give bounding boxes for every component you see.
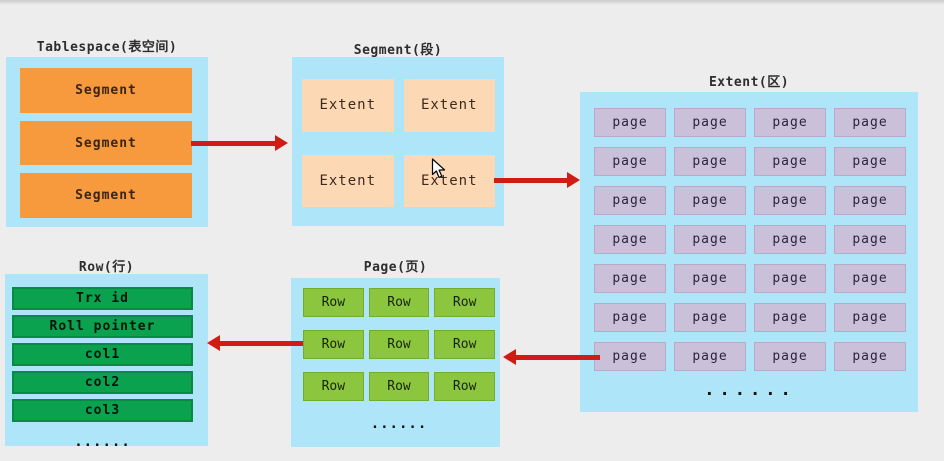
row-field: col3	[12, 399, 193, 422]
page-cell: page	[754, 108, 826, 137]
mouse-cursor-icon	[431, 158, 446, 178]
page-cell: page	[674, 186, 746, 215]
page-cell: page	[754, 264, 826, 293]
page-cell: page	[594, 264, 666, 293]
extent-cell: Extent	[403, 154, 495, 207]
page-cell: page	[754, 147, 826, 176]
row-cell: Row	[434, 288, 495, 317]
extent-title: Extent(区)	[708, 75, 790, 90]
row-panel: Trx id Roll pointer col1 col2 col3 ......	[5, 274, 208, 450]
row-field: Trx id	[12, 287, 193, 310]
row-field: col1	[12, 343, 193, 366]
row-cell: Row	[434, 330, 495, 359]
arrow-page-to-row-icon	[207, 335, 303, 351]
row-ellipsis: ......	[74, 434, 131, 450]
page-cell: page	[834, 264, 906, 293]
page-cell: page	[674, 147, 746, 176]
page-cell: page	[834, 225, 906, 254]
tablespace-title: Tablespace(表空间)	[36, 40, 178, 55]
arrow-tablespace-to-segment-icon	[191, 135, 288, 151]
page-cell: page	[674, 303, 746, 332]
page-title: Page(页)	[363, 260, 428, 275]
page-cell: page	[834, 108, 906, 137]
row-cell: Row	[303, 372, 364, 401]
page-cell: page	[754, 303, 826, 332]
arrow-segment-to-extent-icon	[494, 172, 580, 188]
extent-ellipsis: ......	[704, 380, 796, 400]
extent-page-grid: page page page page page page page page page page…	[594, 108, 906, 371]
row-cell: Row	[368, 372, 430, 401]
extent-cell: Extent	[403, 79, 495, 132]
page-cell: page	[674, 108, 746, 137]
arrow-extent-to-page-icon	[503, 349, 600, 365]
page-cell: page	[594, 225, 666, 254]
row-cell: Row	[434, 372, 495, 401]
page-cell: page	[594, 108, 666, 137]
page-cell: page	[674, 225, 746, 254]
extent-panel: page page page page page page page page page page…	[580, 92, 918, 412]
row-cell: Row	[368, 330, 430, 359]
page-cell: page	[834, 303, 906, 332]
extent-cell: Extent	[302, 79, 394, 132]
row-title: Row(行)	[78, 260, 135, 275]
page-ellipsis: ......	[370, 416, 428, 432]
page-cell: page	[754, 186, 826, 215]
segment-cell: Segment	[20, 173, 192, 219]
page-cell: page	[674, 342, 746, 371]
row-field-list: Trx id Roll pointer col1 col2 col3	[12, 287, 193, 422]
page-cell: page	[594, 342, 666, 371]
page-cell: page	[834, 186, 906, 215]
segment-cell: Segment	[20, 120, 192, 166]
extent-cell: Extent	[302, 154, 394, 207]
page-cell: page	[594, 303, 666, 332]
page-cell: page	[594, 147, 666, 176]
page-cell: page	[834, 342, 906, 371]
row-field: col2	[12, 371, 193, 394]
segment-cell: Segment	[20, 68, 192, 113]
page-cell: page	[674, 264, 746, 293]
row-cell: Row	[303, 288, 364, 317]
page-cell: page	[834, 147, 906, 176]
page-cell: page	[754, 342, 826, 371]
row-cell: Row	[303, 330, 364, 359]
page-cell: page	[754, 225, 826, 254]
row-field: Roll pointer	[12, 315, 193, 338]
row-cell: Row	[368, 288, 430, 317]
page-cell: page	[594, 186, 666, 215]
segment-title: Segment(段)	[353, 43, 443, 58]
